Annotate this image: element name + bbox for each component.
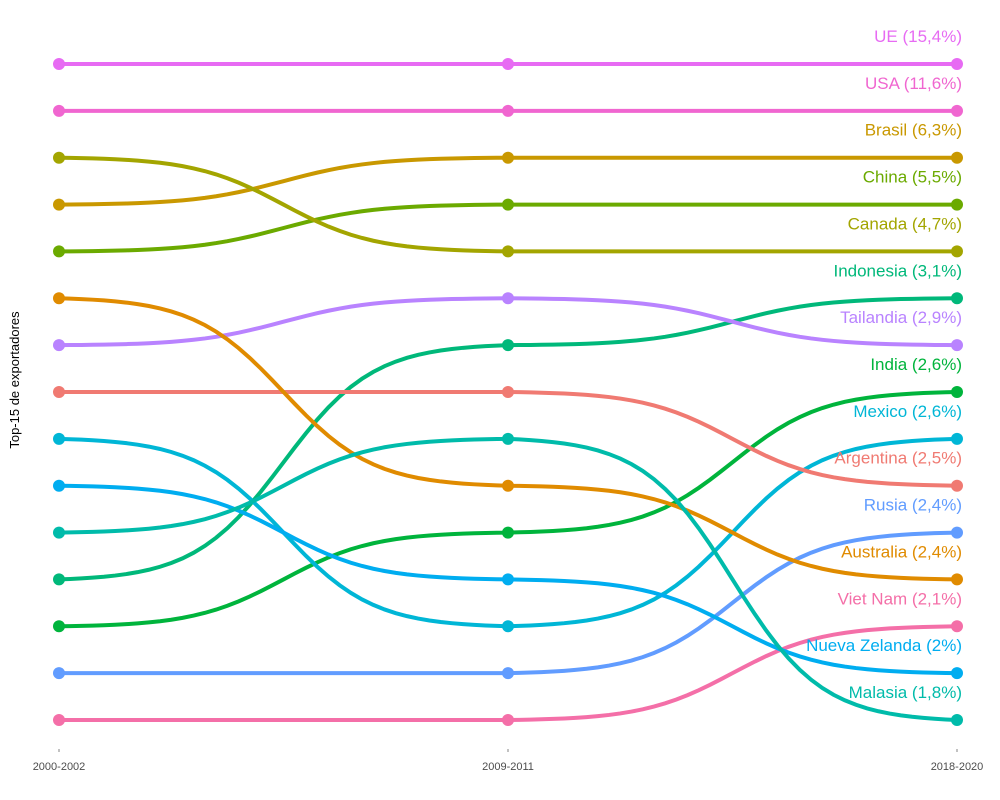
data-point-rusia: [53, 667, 65, 680]
series-label-mexico: Mexico (2,6%): [853, 402, 962, 421]
series-label-malasia: Malasia (1,8%): [849, 683, 962, 702]
data-point-china: [951, 198, 963, 211]
data-point-malasia: [53, 526, 65, 539]
data-point-indonesia: [951, 292, 963, 305]
data-point-rusia: [502, 667, 514, 680]
data-point-ue: [502, 58, 514, 70]
y-axis-title: Top-15 de exportadores: [7, 311, 22, 449]
data-point-australia: [502, 479, 514, 492]
data-point-viet-nam: [502, 714, 514, 726]
series-label-brasil: Brasil (6,3%): [865, 121, 962, 140]
data-point-mexico: [502, 620, 514, 633]
data-point-usa: [53, 104, 65, 117]
data-point-ue: [951, 58, 963, 70]
series-label-canada: Canada (4,7%): [848, 214, 962, 233]
data-point-canada: [951, 245, 963, 258]
data-point-indonesia: [53, 573, 65, 586]
data-point-canada: [502, 245, 514, 258]
series-line-india: [57, 390, 959, 629]
series-label-viet-nam: Viet Nam (2,1%): [838, 589, 962, 608]
series-label-india: India (2,6%): [870, 355, 962, 374]
data-point-tailandia: [53, 339, 65, 352]
series-line-brasil: [57, 155, 959, 207]
series-line-china: [57, 202, 959, 254]
data-point-usa: [502, 104, 514, 117]
x-tick-label: 2000-2002: [33, 761, 86, 773]
data-point-indonesia: [502, 339, 514, 352]
data-point-canada: [53, 151, 65, 164]
data-point-viet-nam: [53, 714, 65, 726]
x-tick-label: 2018-2020: [931, 761, 984, 773]
data-point-brasil: [502, 151, 514, 164]
series-line-nueva-zelanda: [57, 483, 959, 676]
series-label-usa: USA (11,6%): [865, 74, 962, 93]
data-point-malasia: [951, 714, 963, 726]
series-label-rusia: Rusia (2,4%): [864, 496, 962, 515]
data-point-china: [53, 245, 65, 258]
series-line-malasia: [57, 436, 959, 722]
data-point-argentina: [502, 386, 514, 398]
data-point-brasil: [951, 151, 963, 164]
series-label-ue: UE (15,4%): [874, 27, 962, 46]
data-point-ue: [53, 58, 65, 70]
data-point-china: [502, 198, 514, 211]
data-point-malasia: [502, 432, 514, 445]
x-tick-label: 2009-2011: [482, 761, 534, 773]
data-point-australia: [53, 292, 65, 305]
data-point-viet-nam: [951, 620, 963, 633]
data-point-mexico: [53, 432, 65, 445]
series-line-rusia: [57, 530, 959, 676]
data-point-rusia: [951, 526, 963, 539]
data-point-nueva-zelanda: [951, 667, 963, 680]
series-label-indonesia: Indonesia (3,1%): [833, 261, 962, 280]
data-point-brasil: [53, 198, 65, 211]
series-label-nueva-zelanda: Nueva Zelanda (2%): [806, 636, 962, 655]
series-line-tailandia: [57, 296, 959, 348]
series-label-china: China (5,5%): [863, 168, 962, 187]
series-label-tailandia: Tailandia (2,9%): [840, 308, 962, 327]
data-point-argentina: [53, 386, 65, 398]
series-line-australia: [57, 296, 959, 582]
data-point-india: [53, 620, 65, 633]
data-point-nueva-zelanda: [502, 573, 514, 586]
series-line-canada: [57, 155, 959, 254]
data-point-australia: [951, 573, 963, 586]
data-point-india: [951, 386, 963, 398]
series-label-argentina: Argentina (2,5%): [834, 449, 962, 468]
series-label-australia: Australia (2,4%): [841, 542, 962, 561]
data-point-tailandia: [502, 292, 514, 305]
series-line-viet-nam: [57, 624, 959, 722]
data-point-usa: [951, 104, 963, 117]
data-point-tailandia: [951, 339, 963, 352]
data-point-argentina: [951, 479, 963, 492]
data-point-nueva-zelanda: [53, 479, 65, 492]
data-point-mexico: [951, 432, 963, 445]
data-point-india: [502, 526, 514, 539]
